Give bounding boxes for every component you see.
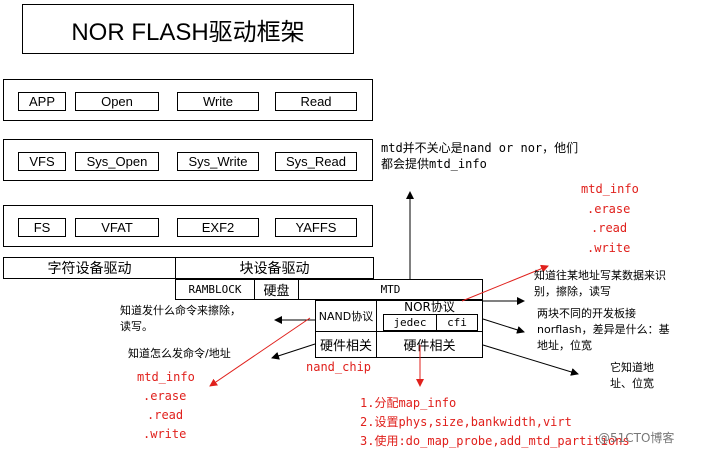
open-cell: Open: [75, 92, 159, 111]
sys-open-cell: Sys_Open: [75, 152, 159, 171]
arrow-hw-right: [482, 344, 579, 376]
nor-diff-line1: 两块不同的开发板接: [537, 307, 636, 320]
step-1: 1.分配map_info: [360, 396, 457, 410]
know-addr-line1: 它知道地: [610, 361, 654, 374]
nand-cmd-line2: 读写。: [120, 320, 153, 333]
arrow-nand-red-left: [209, 317, 311, 387]
fs-layer: FS VFAT EXF2 YAFFS: [3, 205, 373, 247]
nor-diff-line2: norflash，差异是什么：基: [537, 323, 670, 336]
arrow-hw-left: [271, 343, 316, 360]
arrow-mtd-red-right: [461, 264, 549, 302]
vfs-cell: VFS: [18, 152, 66, 171]
nor-diff-note: 两块不同的开发板接 norflash，差异是什么：基 地址，位宽: [537, 306, 670, 354]
know-addr-note: 它知道地 址、位宽: [610, 360, 654, 392]
nand-chip-label: nand_chip: [306, 360, 372, 374]
title-box: NOR FLASH驱动框架: [22, 4, 354, 54]
mtd-info-top-read: .read: [591, 221, 628, 235]
nor-diff-line3: 地址，位宽: [537, 339, 592, 352]
watermark: @51CTO博客: [598, 431, 675, 445]
read-cell: Read: [275, 92, 357, 111]
step-3: 3.使用:do_map_probe,add_mtd_partitions: [360, 434, 630, 448]
mtd-info-top-erase: .erase: [587, 201, 631, 216]
step-2: 2.设置phys,size,bankwidth,virt: [360, 415, 572, 429]
send-cmd-note: 知道怎么发命令/地址: [128, 347, 231, 360]
mtd-note-line1: mtd并不关心是nand or nor，他们: [381, 141, 579, 155]
arrow-nor-right: [482, 318, 525, 334]
hw-left-box: 硬件相关: [315, 331, 377, 358]
mtd-info-bottom-title: mtd_info: [137, 370, 195, 384]
app-layer: APP Open Write Read: [3, 79, 373, 121]
sys-read-cell: Sys_Read: [275, 152, 357, 171]
mtd-info-top-title: mtd_info: [581, 182, 639, 196]
app-cell: APP: [18, 92, 66, 111]
jedec-cell: jedec: [383, 314, 437, 331]
hw-right-box: 硬件相关: [376, 331, 483, 358]
cfi-cell: cfi: [436, 314, 478, 331]
nor-protocol-label: NOR协议: [404, 300, 455, 314]
vfat-cell: VFAT: [75, 218, 159, 237]
sys-write-cell: Sys_Write: [177, 152, 259, 171]
fs-cell: FS: [18, 218, 66, 237]
nand-cmd-line1: 知道发什么命令来擦除，: [120, 304, 241, 317]
mtd-box: MTD: [298, 279, 483, 300]
exf2-cell: EXF2: [177, 218, 259, 237]
mtd-info-top-write: .write: [587, 240, 631, 255]
yaffs-cell: YAFFS: [275, 218, 357, 237]
vfs-layer: VFS Sys_Open Sys_Write Sys_Read: [3, 139, 373, 181]
steps-note: 1.分配map_info 2.设置phys,size,bankwidth,vir…: [360, 394, 630, 451]
write-cell: Write: [177, 92, 259, 111]
mtd-info-bottom: mtd_info .erase .read .write: [137, 368, 195, 444]
ramblock-box: RAMBLOCK: [175, 279, 255, 300]
block-driver-box: 块设备驱动: [175, 257, 374, 279]
nand-cmd-note: 知道发什么命令来擦除， 读写。: [120, 303, 241, 335]
mtd-note-line2: 都会提供mtd_info: [381, 157, 487, 171]
disk-box: 硬盘: [254, 279, 299, 300]
mtd-info-top: mtd_info .erase .read .write: [581, 180, 639, 258]
mtd-info-bottom-read: .read: [147, 408, 184, 422]
know-write-note: 知道往某地址写某数据来识 别，擦除，读写: [534, 268, 666, 300]
know-addr-line2: 址、位宽: [610, 377, 654, 390]
mtd-note: mtd并不关心是nand or nor，他们 都会提供mtd_info: [381, 140, 578, 172]
know-write-line1: 知道往某地址写某数据来识: [534, 269, 666, 282]
mtd-info-bottom-erase: .erase: [143, 389, 187, 403]
know-write-line2: 别，擦除，读写: [534, 285, 611, 298]
page-title: NOR FLASH驱动框架: [71, 18, 305, 46]
mtd-info-bottom-write: .write: [143, 427, 187, 441]
char-driver-box: 字符设备驱动: [3, 257, 176, 279]
